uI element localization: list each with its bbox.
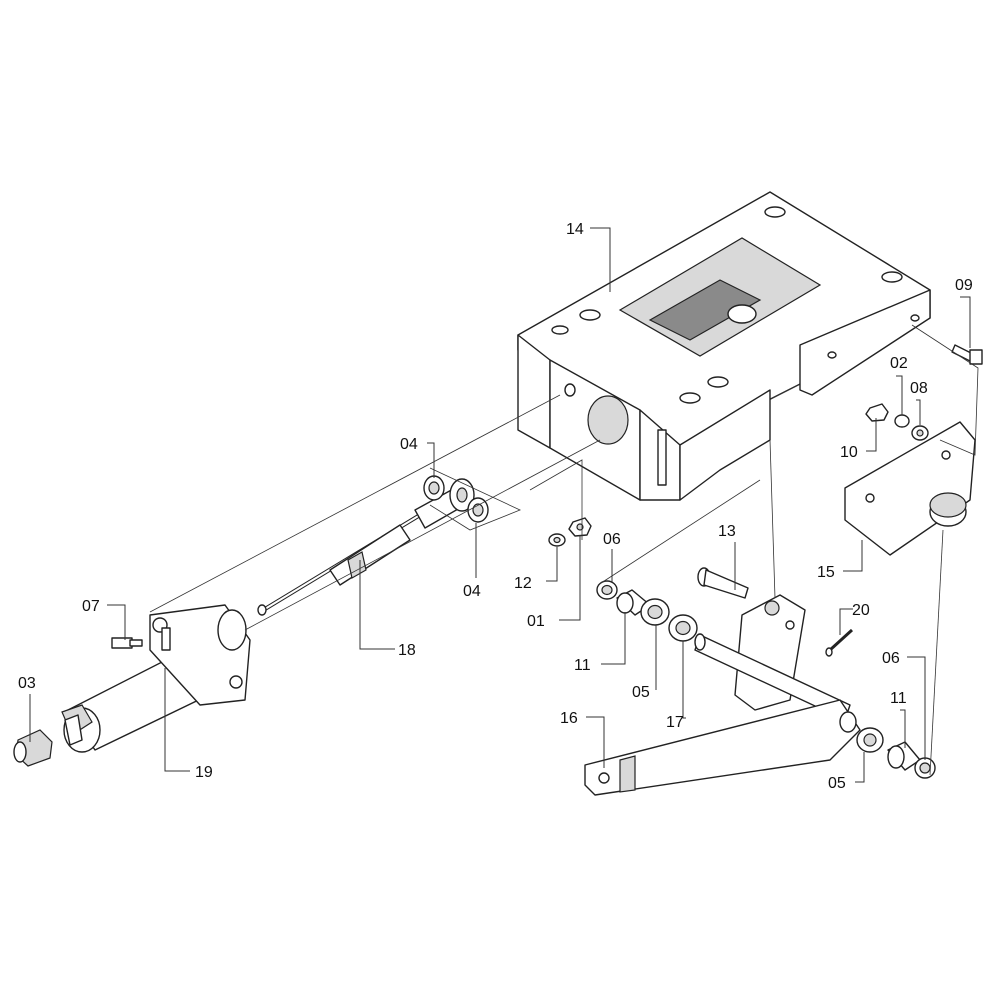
label-20: 20 [852, 602, 870, 619]
label-11-right: 11 [890, 690, 907, 707]
part-04-washers [423, 475, 489, 523]
label-09: 09 [955, 277, 973, 294]
label-05-left: 05 [632, 684, 650, 701]
part-11-bushing-right [887, 741, 921, 771]
label-05-right: 05 [828, 775, 846, 792]
leader-lines [29, 227, 971, 783]
label-17: 17 [666, 714, 684, 731]
part-20-cotter-pin [825, 628, 854, 657]
part-07-bolt [111, 637, 143, 649]
part-18-pushrod [257, 478, 475, 616]
part-10-nut [865, 403, 889, 422]
label-02: 02 [890, 355, 908, 372]
label-04-lower: 04 [463, 583, 481, 600]
label-13: 13 [718, 523, 736, 540]
part-03-nut [13, 729, 53, 767]
label-18: 18 [398, 642, 416, 659]
label-19: 19 [195, 764, 213, 781]
label-07: 07 [82, 598, 100, 615]
callout-labels: 14 09 02 08 10 04 04 06 13 12 01 15 20 0… [18, 221, 973, 792]
label-01: 01 [527, 613, 545, 630]
part-12-washer [548, 533, 566, 547]
part-19-cylinder [61, 604, 251, 753]
part-05-washer-left [640, 598, 670, 626]
label-04-upper: 04 [400, 436, 418, 453]
part-13-pin [697, 567, 749, 599]
label-14: 14 [566, 221, 584, 238]
part-09-bolt [951, 344, 983, 365]
label-06-lower: 06 [882, 650, 900, 667]
part-06-washer-left [596, 580, 618, 600]
part-05-washer-right [856, 727, 884, 753]
label-11-left: 11 [574, 657, 591, 674]
part-01-nut [568, 517, 592, 537]
label-12: 12 [514, 575, 532, 592]
label-06-upper: 06 [603, 531, 621, 548]
label-08: 08 [910, 380, 928, 397]
assembly-guide-lines [149, 324, 979, 776]
part-16-pedal-arm [584, 594, 861, 796]
label-15: 15 [817, 564, 835, 581]
part-06-washer-right [914, 757, 936, 779]
part-14-bracket [517, 191, 931, 501]
label-10: 10 [840, 444, 858, 461]
part-08-washer [911, 425, 929, 441]
part-17-washer [668, 614, 698, 642]
part-02-washer [894, 414, 910, 428]
label-03: 03 [18, 675, 36, 692]
label-16: 16 [560, 710, 578, 727]
part-15-plate [844, 421, 976, 556]
